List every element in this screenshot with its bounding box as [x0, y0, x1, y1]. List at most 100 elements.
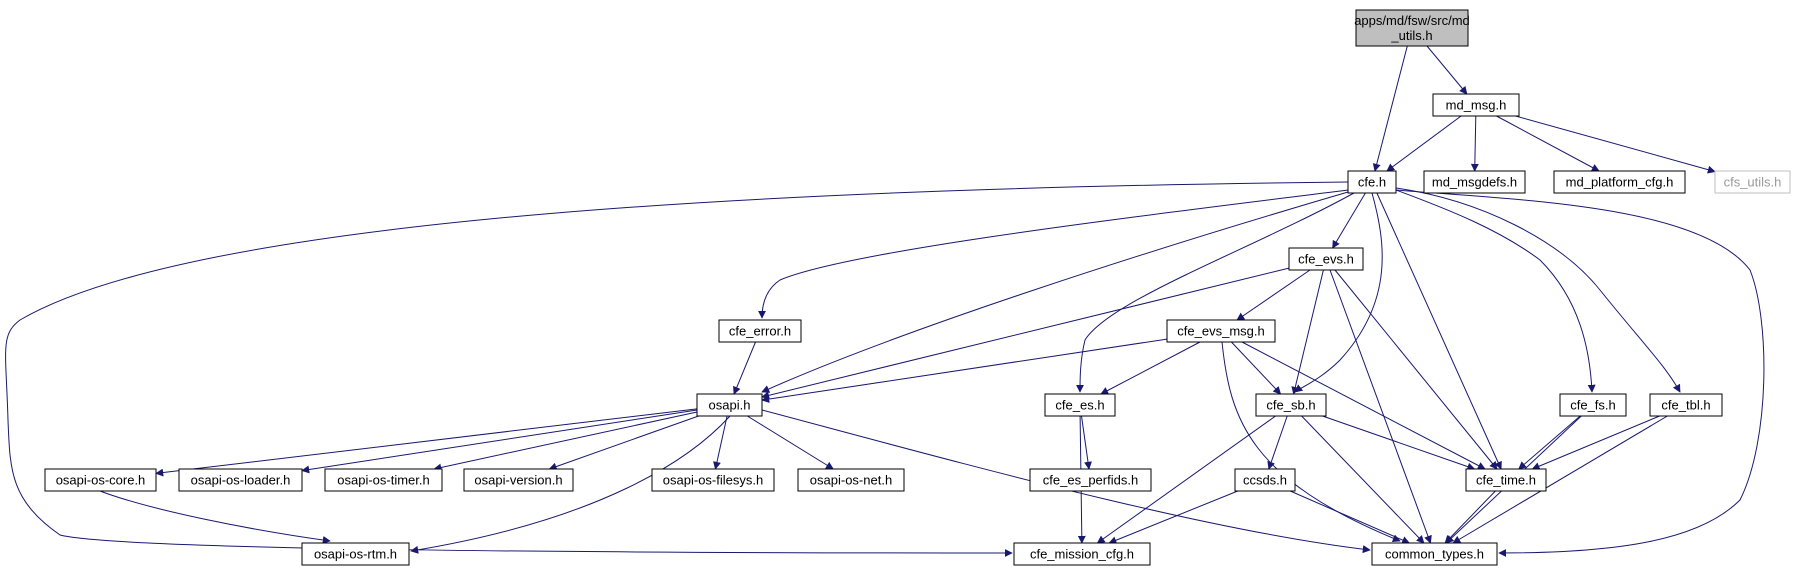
edge-cfe_evs-to-cfe_sb: [1291, 269, 1324, 395]
node-box: [1355, 9, 1469, 47]
edge-md_utils-to-cfe: [1372, 45, 1408, 172]
node-box: [1465, 468, 1547, 492]
edge-cfe_evs_msg-to-cfe_time: [1241, 341, 1486, 470]
node-box: [1255, 393, 1327, 417]
node-label: osapi-os-loader.h: [191, 473, 291, 488]
node-cfe-sb[interactable]: cfe_sb.h: [1255, 393, 1327, 417]
edge-cfe-to-cfe_tbl: [1395, 187, 1681, 393]
edge-cfe_sb-to-cfe_time: [1322, 415, 1476, 471]
node-osapi-version[interactable]: osapi-version.h: [463, 468, 574, 492]
edge-osapi_os_core-to-osapi_os_rtm: [99, 490, 331, 544]
edge-cfe-to-cfe_fs: [1395, 189, 1596, 393]
node-label: cfe_error.h: [729, 324, 791, 339]
edge-cfe-to-osapi: [761, 191, 1349, 393]
edge-cfe_es-to-cfe_es_perfids: [1081, 415, 1092, 470]
node-box: [1166, 319, 1276, 343]
edge-cfe_fs-to-cfe_time: [1518, 415, 1581, 470]
node-box: [1432, 93, 1520, 117]
node-label: md_msgdefs.h: [1432, 175, 1517, 190]
node-osapi[interactable]: osapi.h: [696, 393, 763, 417]
edge-ccsds-to-common_types: [1289, 490, 1411, 544]
edge-cfe_evs-to-cfe_time: [1334, 269, 1498, 470]
node-osapi-os-core[interactable]: osapi-os-core.h: [44, 468, 157, 492]
node-box: [1649, 393, 1723, 417]
node-box: [324, 468, 443, 492]
node-box: [1029, 468, 1152, 492]
node-md-msgdefs[interactable]: md_msgdefs.h: [1423, 170, 1526, 194]
node-label: osapi.h: [709, 398, 751, 413]
edges-layer: [5, 45, 1765, 557]
node-osapi-os-loader[interactable]: osapi-os-loader.h: [178, 468, 303, 492]
edge-md_msg-to-cfe: [1386, 115, 1462, 172]
edge-cfe-to-cfe_es: [1076, 192, 1355, 393]
edge-cfe_sb-to-ccsds: [1267, 415, 1288, 470]
node-common-types[interactable]: common_types.h: [1371, 542, 1498, 566]
node-box: [1553, 170, 1686, 194]
node-label: cfe_evs.h: [1298, 252, 1354, 267]
edge-cfe_tbl-to-common_types: [1452, 415, 1668, 544]
node-cfe-time[interactable]: cfe_time.h: [1465, 468, 1547, 492]
nodes-layer: apps/md/fsw/src/md_utils.h md_msg.h cfe.h m…: [44, 9, 1791, 566]
node-label: cfs_utils.h: [1724, 175, 1782, 190]
edge-cfe-to-common_types: [1395, 189, 1765, 557]
edge-cfe_evs_msg-to-osapi: [761, 338, 1168, 403]
node-box: [797, 468, 905, 492]
edge-cfe_tbl-to-cfe_time: [1531, 415, 1660, 470]
node-box: [301, 542, 410, 566]
edge-cfe-to-cfe_error: [758, 189, 1349, 319]
node-osapi-os-timer[interactable]: osapi-os-timer.h: [324, 468, 443, 492]
edge-cfe_evs_msg-to-common_types: [1221, 341, 1401, 542]
node-cfe-mission-cfg[interactable]: cfe_mission_cfg.h: [1013, 542, 1151, 566]
edge-cfe_evs_msg-to-cfe_sb: [1231, 341, 1282, 395]
node-box: [1423, 170, 1526, 194]
node-md-msg[interactable]: md_msg.h: [1432, 93, 1520, 117]
node-ccsds[interactable]: ccsds.h: [1234, 468, 1296, 492]
edge-cfe-to-cfe_mission_cfg: [5, 181, 1349, 557]
edge-cfe_time-to-common_types: [1444, 490, 1496, 544]
node-cfe-es[interactable]: cfe_es.h: [1044, 393, 1116, 417]
node-box: [1013, 542, 1151, 566]
node-label: osapi-os-core.h: [56, 473, 146, 488]
node-md-platform-cfg[interactable]: md_platform_cfg.h: [1553, 170, 1686, 194]
node-label: _utils.h: [1390, 28, 1432, 43]
node-cfe-error[interactable]: cfe_error.h: [718, 319, 802, 343]
node-md-utils[interactable]: apps/md/fsw/src/md_utils.h: [1354, 9, 1470, 47]
node-cfe-es-perfids[interactable]: cfe_es_perfids.h: [1029, 468, 1152, 492]
edge-osapi-to-osapi_os_loader: [301, 409, 698, 474]
node-label: cfe_fs.h: [1570, 398, 1616, 413]
edge-cfe-to-cfe_sb: [1294, 192, 1383, 393]
node-cfe[interactable]: cfe.h: [1347, 170, 1397, 194]
node-cfe-fs[interactable]: cfe_fs.h: [1559, 393, 1627, 417]
node-label: cfe_time.h: [1476, 473, 1536, 488]
node-cfe-evs-msg[interactable]: cfe_evs_msg.h: [1166, 319, 1276, 343]
node-label: osapi-os-net.h: [810, 473, 892, 488]
node-cfs-utils[interactable]: cfs_utils.h: [1714, 170, 1791, 194]
edge-osapi-to-osapi_version: [548, 415, 699, 471]
edge-cfe_sb-to-cfe_mission_cfg: [1096, 415, 1276, 544]
node-label: cfe_es_perfids.h: [1043, 473, 1138, 488]
edge-osapi-to-osapi_os_filesys: [713, 415, 728, 470]
edge-osapi-to-osapi_os_net: [747, 415, 834, 470]
node-box: [1559, 393, 1627, 417]
node-osapi-os-net[interactable]: osapi-os-net.h: [797, 468, 905, 492]
edge-cfe_error-to-osapi: [733, 341, 756, 395]
edge-md_msg-to-md_msgdefs: [1470, 115, 1479, 172]
node-box: [178, 468, 303, 492]
edge-cfe_evs-to-cfe_evs_msg: [1236, 269, 1311, 321]
node-box: [1234, 468, 1296, 492]
node-box: [1371, 542, 1498, 566]
node-label: osapi-os-rtm.h: [314, 547, 397, 562]
node-osapi-os-filesys[interactable]: osapi-os-filesys.h: [651, 468, 775, 492]
node-label: md_msg.h: [1446, 98, 1507, 113]
edge-osapi-to-osapi_os_rtm: [410, 415, 731, 554]
node-label: osapi-os-timer.h: [337, 473, 429, 488]
node-osapi-os-rtm[interactable]: osapi-os-rtm.h: [301, 542, 410, 566]
node-label: ccsds.h: [1243, 473, 1287, 488]
node-label: common_types.h: [1385, 547, 1484, 562]
edge-osapi-to-osapi_os_core: [155, 408, 698, 477]
node-cfe-evs[interactable]: cfe_evs.h: [1288, 247, 1364, 271]
node-cfe-tbl[interactable]: cfe_tbl.h: [1649, 393, 1723, 417]
edge-cfe-to-cfe_evs: [1332, 192, 1366, 249]
node-box: [1044, 393, 1116, 417]
